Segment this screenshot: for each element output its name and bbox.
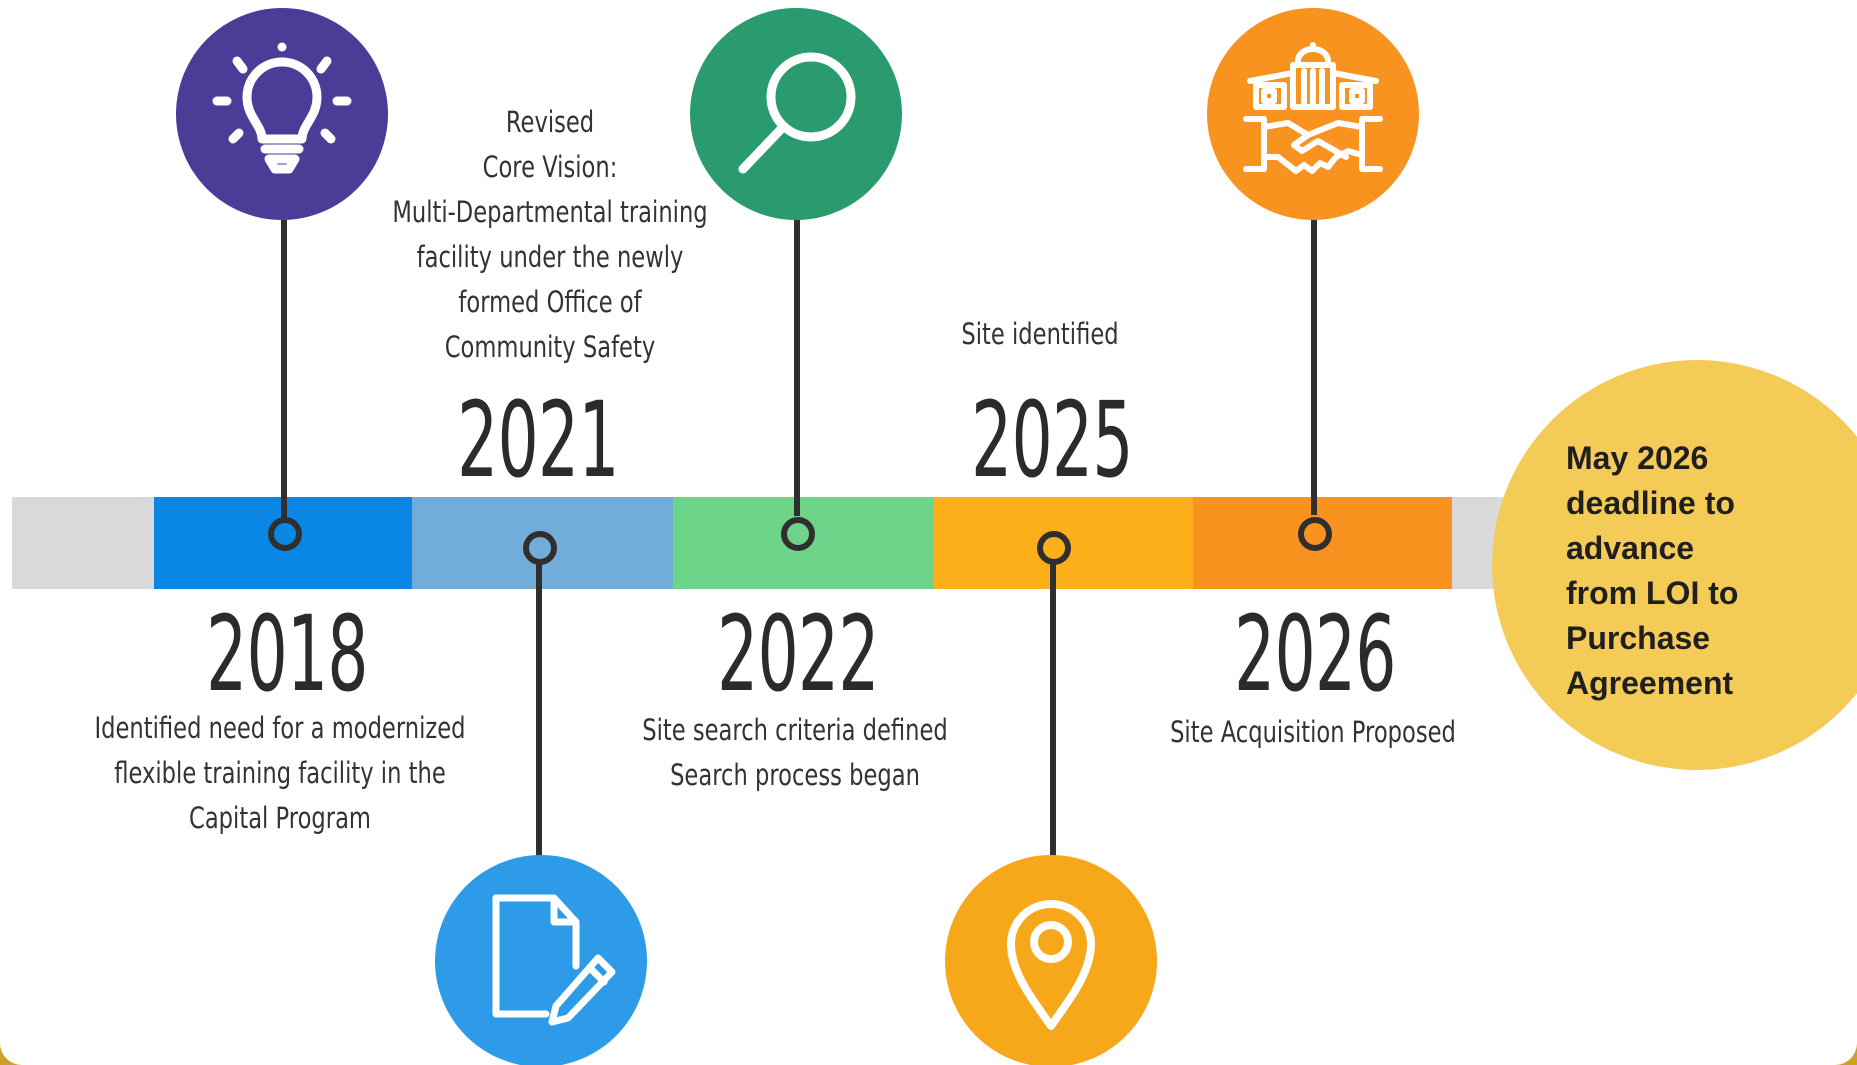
milestone-dot-2026 — [1298, 517, 1332, 551]
document-edit-icon-circle — [435, 855, 647, 1065]
document-edit-icon — [492, 894, 616, 1026]
description-line: Capital Program — [189, 801, 371, 835]
connector-2025 — [1050, 560, 1056, 860]
milestone-year-2025: 2025 — [971, 379, 1133, 501]
callout-line: deadline to — [1566, 485, 1735, 521]
callout-line: advance — [1566, 530, 1695, 566]
description-line: Core Vision: — [482, 150, 618, 184]
description-line: Community Safety — [444, 330, 656, 364]
milestone-dot-2025 — [1037, 531, 1071, 565]
description-line: Search process began — [670, 758, 920, 792]
description-line: Site Acquisition Proposed — [1170, 715, 1456, 749]
milestone-year-2018: 2018 — [206, 593, 368, 715]
magnifier-icon — [738, 52, 856, 174]
description-line: flexible training facility in the — [114, 756, 446, 790]
deadline-callout-text: May 2026 deadline to advance from LOI to… — [1566, 436, 1806, 706]
description-line: facility under the newly — [416, 240, 684, 274]
milestone-description-2021: Revised Core Vision: Multi-Departmental … — [355, 100, 745, 370]
callout-line: Agreement — [1566, 665, 1734, 701]
milestone-description-2018: Identified need for a modernized flexibl… — [93, 706, 467, 841]
milestone-year-2022: 2022 — [717, 593, 879, 715]
milestone-year-2021: 2021 — [457, 379, 619, 501]
connector-2018 — [281, 220, 287, 520]
building-handshake-icon — [1243, 42, 1383, 174]
milestone-dot-2022 — [781, 517, 815, 551]
deadline-callout — [1492, 360, 1857, 770]
location-pin-icon — [1007, 900, 1095, 1030]
description-line: formed Office of — [458, 285, 642, 319]
milestone-dot-2018 — [268, 517, 302, 551]
lightbulb-icon-circle — [176, 8, 388, 220]
callout-line: Purchase — [1566, 620, 1711, 656]
building-handshake-icon-circle — [1207, 8, 1419, 220]
callout-line: from LOI to — [1566, 575, 1739, 611]
milestone-year-2026: 2026 — [1234, 593, 1396, 715]
description-line: Identified need for a modernized — [94, 711, 466, 745]
connector-2026 — [1311, 205, 1317, 515]
description-line: Site search criteria defined — [642, 713, 948, 747]
milestone-description-2026: Site Acquisition Proposed — [1153, 710, 1473, 755]
milestone-description-2025: Site identified — [900, 312, 1181, 357]
connector-2022 — [794, 210, 800, 516]
lightbulb-icon — [212, 42, 352, 174]
callout-line: May 2026 — [1566, 440, 1709, 476]
location-pin-icon-circle — [945, 855, 1157, 1065]
description-line: Multi-Departmental training — [392, 195, 708, 229]
connector-2021 — [536, 560, 542, 860]
magnifier-icon-circle — [690, 8, 902, 220]
milestone-dot-2021 — [523, 531, 557, 565]
description-line: Site identified — [961, 317, 1119, 351]
timeline-bar-start — [12, 497, 154, 589]
milestone-description-2022: Site search criteria defined Search proc… — [616, 708, 975, 798]
description-line: Revised — [505, 105, 595, 139]
